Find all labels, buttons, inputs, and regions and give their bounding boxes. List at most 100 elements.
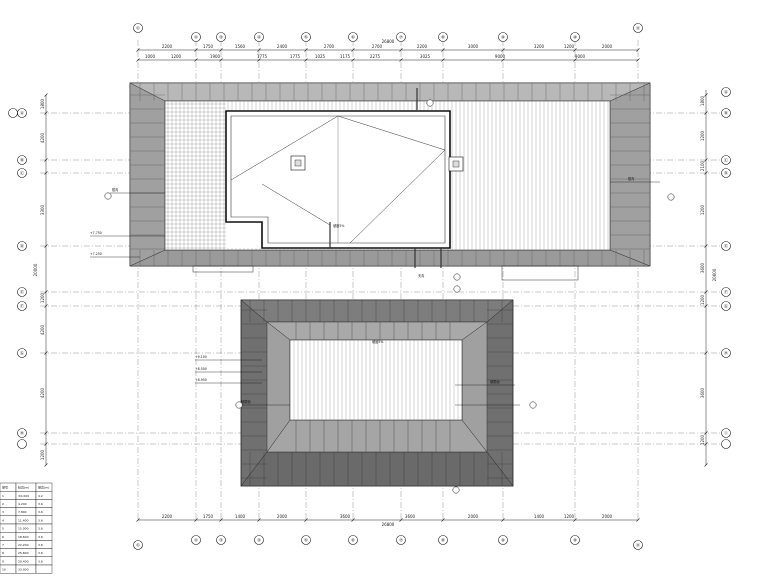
table-cell: 4.200 xyxy=(18,502,27,506)
axis-bubble-right-1: Ⓐ xyxy=(721,87,731,97)
axis-bubble-left-4: Ⓓ xyxy=(17,241,27,251)
table-cell: 3.6 xyxy=(38,535,43,539)
svg-text:④: ④ xyxy=(257,538,261,543)
svg-text:⑤: ⑤ xyxy=(304,538,308,543)
axis-bubble-left-7: Ⓖ xyxy=(17,348,27,358)
top2-dim-9: 3025 xyxy=(420,54,431,59)
dim-tick xyxy=(44,111,48,115)
axis-bubble-top-5: ⑤ xyxy=(301,32,311,42)
table-cell: 3.6 xyxy=(38,543,43,547)
svg-text:①: ① xyxy=(136,543,140,548)
dim-tick xyxy=(704,158,708,162)
top2-dim-3: 1900 xyxy=(210,54,221,59)
level-label-b: +7.250 xyxy=(90,252,102,256)
svg-text:⑦: ⑦ xyxy=(399,35,403,40)
svg-text:⑧: ⑧ xyxy=(441,35,445,40)
table-cell: 33.000 xyxy=(18,568,29,572)
bottom-dim-9: 1200 xyxy=(564,514,575,519)
table-cell: 4.2 xyxy=(38,494,43,498)
dim-tick xyxy=(441,58,445,62)
dim-tick xyxy=(257,58,261,62)
top-dim-6: 2700 xyxy=(372,44,383,49)
top-dim-3: 1560 xyxy=(235,44,246,49)
bottom-dim-2: 1750 xyxy=(203,514,214,519)
dim-tick xyxy=(399,58,403,62)
svg-text:⑩: ⑩ xyxy=(573,538,577,543)
table-cell-border xyxy=(35,564,53,574)
dim-tick xyxy=(44,351,48,355)
axis-bubble-top-8: ⑧ xyxy=(438,32,448,42)
level-label-a: +7.750 xyxy=(90,231,102,235)
table-cell: 3.6 xyxy=(38,510,43,514)
dim-tick xyxy=(704,111,708,115)
axis-bubble-bottom-8: ⑧ xyxy=(438,535,448,545)
svg-text:Ⓑ: Ⓑ xyxy=(20,157,25,164)
svg-text:⑥: ⑥ xyxy=(351,35,355,40)
svg-text:Ⓖ: Ⓖ xyxy=(20,350,25,357)
table-cell: 7 xyxy=(2,543,4,547)
svg-text:Ⓓ: Ⓓ xyxy=(724,170,729,177)
table-cell: 1 xyxy=(2,494,4,498)
axis-bubble-left-3: Ⓒ xyxy=(17,168,27,178)
left-dimension-column: 1800 4200 3300 1200 4200 4200 1200 20000 xyxy=(33,98,45,460)
dim-tick xyxy=(194,58,198,62)
table-cell: 25.800 xyxy=(18,551,29,555)
dim-tick xyxy=(704,304,708,308)
bottom-dim-3: 1400 xyxy=(235,514,246,519)
bottom-dim-10: 2000 xyxy=(602,514,613,519)
bottom-dim-1: 2200 xyxy=(162,514,173,519)
table-header-cell: 标高(m) xyxy=(18,485,29,490)
top2-dim-11: 9000 xyxy=(575,54,586,59)
axis-bubble-right-9: Ⓘ xyxy=(721,428,731,449)
bottom-dim-8: 1400 xyxy=(534,514,545,519)
svg-text:Ⓐ: Ⓐ xyxy=(20,110,25,117)
table-cell: 29.400 xyxy=(18,559,29,563)
dim-tick xyxy=(704,463,708,467)
svg-text:③: ③ xyxy=(219,35,223,40)
dim-tick xyxy=(44,158,48,162)
top-dim-4: 2400 xyxy=(277,44,288,49)
right-dim-4: 1200 xyxy=(700,204,705,215)
table-cell: 11.400 xyxy=(18,518,29,522)
axis-bubble-right-5: Ⓔ xyxy=(721,241,731,251)
dim-tick xyxy=(704,290,708,294)
slope-label-b: 坡度5% xyxy=(372,339,383,344)
dim-tick xyxy=(501,518,505,522)
axis-bubble-bottom-4: ④ xyxy=(254,535,264,545)
dim-tick xyxy=(636,58,640,62)
callout-label-4: 坡屋面 xyxy=(241,399,251,404)
dim-tick xyxy=(304,48,308,52)
axis-bubble-bottom-5: ⑤ xyxy=(301,535,311,545)
table-cell: 4 xyxy=(2,518,4,522)
dim-tick xyxy=(441,518,445,522)
axis-bubble-bottom-2: ② xyxy=(191,535,201,545)
left-dim-5: 4200 xyxy=(40,324,45,335)
dim-tick xyxy=(573,518,577,522)
dim-tick xyxy=(219,518,223,522)
dim-tick xyxy=(704,351,708,355)
axis-bubble-bottom-11: ⑪ xyxy=(633,540,643,550)
top-dim-10: 1200 xyxy=(564,44,575,49)
slope-label-a: 坡度5% xyxy=(333,223,344,228)
table-cell: 22.200 xyxy=(18,543,29,547)
top-total-dim: 26800 xyxy=(382,39,395,44)
svg-text:④: ④ xyxy=(257,35,261,40)
level-label-c: +9.100 xyxy=(195,355,207,359)
dim-tick xyxy=(441,48,445,52)
table-cell: 15.000 xyxy=(18,527,29,531)
svg-text:⑥: ⑥ xyxy=(351,538,355,543)
dim-tick xyxy=(219,58,223,62)
eave-details xyxy=(192,88,579,281)
callout-label-3: 坡屋面 xyxy=(490,379,500,384)
table-cell: 3.6 xyxy=(38,502,43,506)
svg-text:⑧: ⑧ xyxy=(441,538,445,543)
left-dim-4: 1200 xyxy=(40,292,45,303)
dim-tick xyxy=(44,171,48,175)
axis-bubble-bottom-10: ⑩ xyxy=(570,535,580,545)
right-dim-3: 2100 xyxy=(700,160,705,171)
axis-bubble-left-5: Ⓔ xyxy=(17,287,27,297)
table-cell: 6 xyxy=(2,535,4,539)
dim-tick xyxy=(304,518,308,522)
dim-tick xyxy=(704,244,708,248)
